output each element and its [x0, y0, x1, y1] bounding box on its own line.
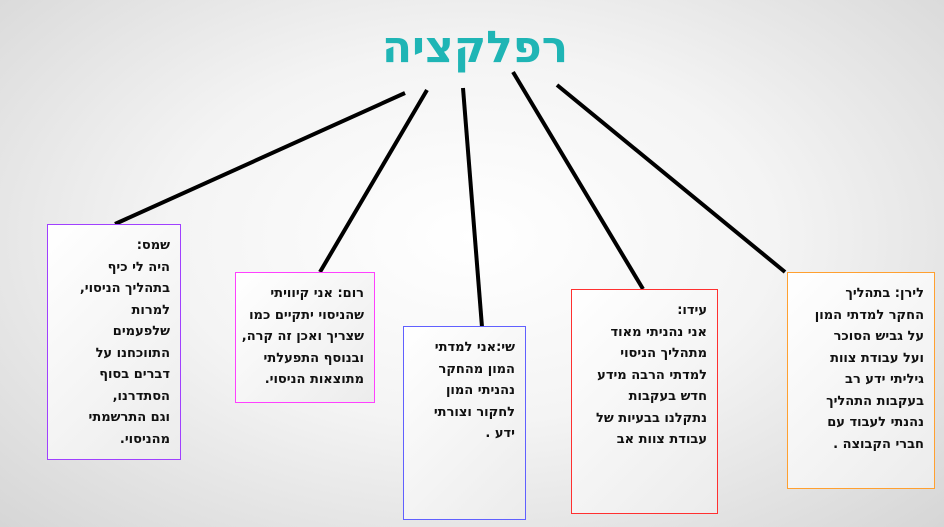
- text-line: שהניסוי יתקיים כמו: [249, 307, 364, 323]
- text-line: שצריך ואכן זה קרה,: [241, 329, 364, 344]
- connector-liran: [555, 83, 787, 274]
- reflection-box-ido: עידו: אני נהניתי מאוד מתהליך הניסוי למדת…: [571, 289, 718, 514]
- text-line: ועל עבודת צוות: [830, 350, 924, 366]
- text-line: הסתדרנו,: [112, 388, 170, 404]
- connector-rom: [318, 88, 429, 274]
- text-line: נהנתי לעבוד עם: [827, 415, 924, 430]
- text-line: נתקלנו בבעיות של: [595, 410, 707, 426]
- text-line: למרות: [131, 302, 170, 318]
- text-line: ובנוסף התפעלתי: [263, 350, 364, 366]
- text-line: מהניסוי.: [119, 431, 170, 447]
- connector-shai: [461, 87, 484, 328]
- text-line: בתהליך הניסוי,: [79, 281, 170, 296]
- text-line: דברים בסוף: [99, 367, 170, 382]
- text-line: בעקבות התהליך: [826, 393, 924, 409]
- text-line: לחקור וצורתי: [433, 404, 515, 420]
- text-line: עבודת צוות אב: [616, 432, 707, 447]
- text-line: חדש בעקבות: [628, 389, 707, 404]
- text-line: נהניתי המון: [445, 383, 515, 398]
- text-line: מתהליך הניסוי: [620, 346, 707, 361]
- text-line: שי:אני למדתי: [434, 340, 515, 355]
- text-line: חברי הקבוצה .: [833, 436, 924, 452]
- text-line: וגם התרשמתי: [88, 410, 170, 425]
- text-line: על גביש הסוכר: [833, 329, 924, 344]
- reflection-box-rom: רום: אני קיוויתי שהניסוי יתקיים כמו שצרי…: [235, 272, 375, 403]
- reflection-box-liran: לירן: בתהליך החקר למדתי המון על גביש הסו…: [787, 272, 935, 489]
- text-line: אני נהניתי מאוד: [610, 324, 707, 340]
- text-line: שמס:: [136, 238, 170, 253]
- reflection-box-shams: שמס: היה לי כיף בתהליך הניסוי, למרות שלפ…: [47, 224, 181, 460]
- text-line: שלפעמים: [112, 324, 170, 339]
- text-line: היה לי כיף: [107, 259, 170, 275]
- text-line: לירן: בתהליך: [845, 286, 924, 301]
- text-line: עידו:: [677, 303, 707, 318]
- text-line: החקר למדתי המון: [814, 307, 924, 323]
- text-line: ידע .: [485, 426, 515, 441]
- connector-ido: [511, 70, 645, 291]
- text-line: התווכחנו על: [95, 345, 170, 361]
- reflection-box-shai: שי:אני למדתי המון מהחקר נהניתי המון לחקו…: [403, 326, 526, 520]
- text-line: גיליתי ידע רב: [845, 372, 924, 387]
- diagram-title: רפלקציה: [381, 22, 569, 73]
- text-line: למדתי הרבה מידע: [597, 367, 707, 383]
- text-line: רום: אני קיוויתי: [270, 286, 364, 301]
- text-line: מתוצאות הניסוי.: [264, 372, 364, 387]
- connector-shams: [114, 91, 406, 226]
- text-line: המון מהחקר: [438, 361, 515, 377]
